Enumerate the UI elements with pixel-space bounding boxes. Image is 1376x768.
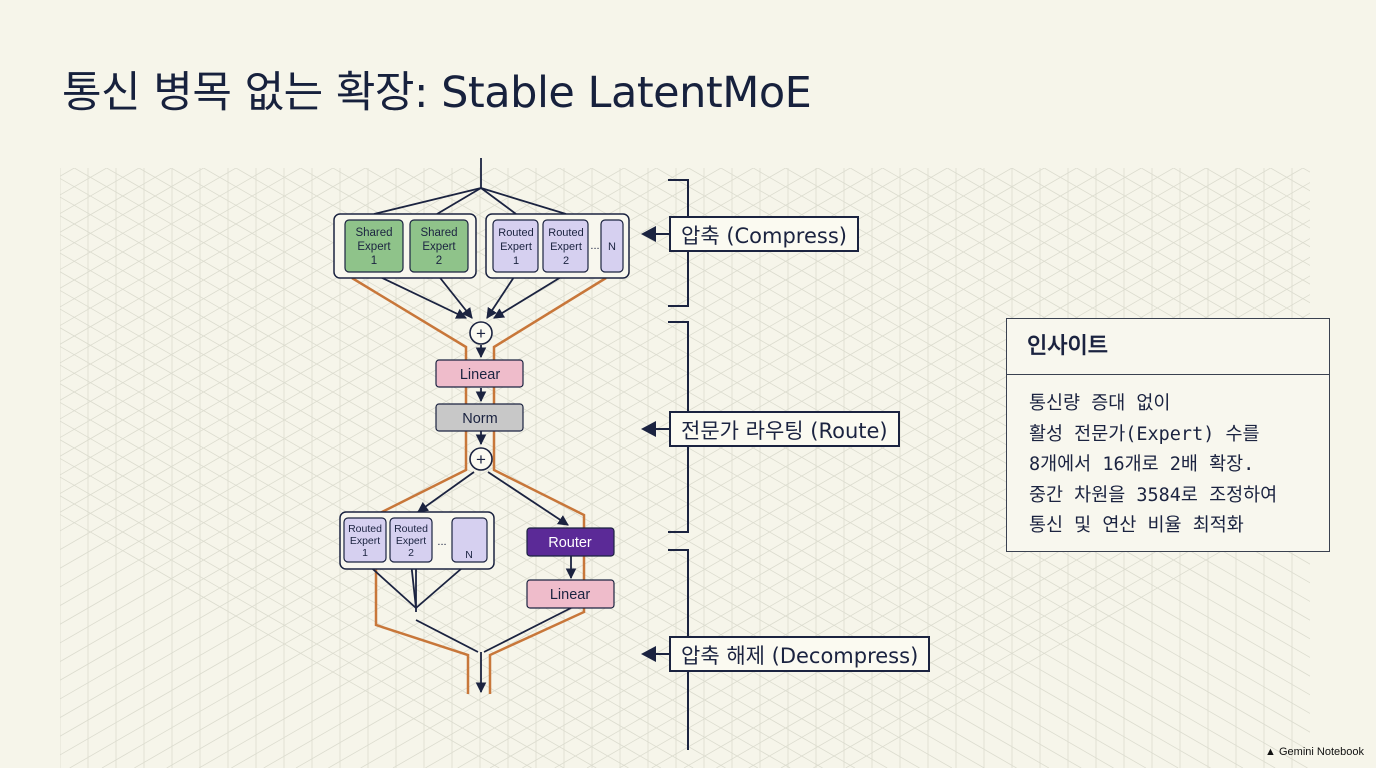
insight-line: 8개에서 16개로 2배 확장. [1029, 454, 1255, 475]
svg-text:Linear: Linear [550, 587, 590, 603]
stage-label-decompress: 압축 해제 (Decompress) [669, 636, 931, 672]
svg-text:+: + [476, 450, 486, 469]
linear-block-2: Linear [526, 579, 615, 609]
insight-line: 통신 및 연산 비율 최적화 [1029, 515, 1244, 536]
svg-text:Linear: Linear [460, 367, 500, 383]
insight-line: 통신량 증대 없이 [1029, 393, 1171, 414]
linear-block-1: Linear [435, 359, 524, 388]
insight-panel: 인사이트 통신량 증대 없이 활성 전문가(Expert) 수를 8개에서 16… [1006, 318, 1330, 552]
svg-text:N: N [465, 549, 473, 561]
router-block: Router [526, 527, 615, 557]
insight-body: 통신량 증대 없이 활성 전문가(Expert) 수를 8개에서 16개로 2배… [1007, 375, 1329, 542]
stage-arrows [641, 226, 669, 662]
ellipsis-top: ... [590, 240, 599, 252]
svg-text:Norm: Norm [462, 411, 497, 427]
insight-line: 중간 차원을 3584로 조정하여 [1029, 484, 1278, 506]
routed-expert-n-top: N [600, 219, 624, 273]
svg-text:Router: Router [548, 535, 592, 551]
page-title: 통신 병목 없는 확장: Stable LatentMoE [62, 68, 812, 118]
flow-lines [364, 158, 577, 694]
svg-text:+: + [476, 324, 486, 343]
stage-label-compress: 압축 (Compress) [669, 216, 859, 252]
routed-expert-n-bottom: N [451, 517, 488, 563]
footer-brand: ▲ Gemini Notebook [1265, 746, 1364, 758]
add-node-2: + [469, 447, 493, 471]
svg-text:N: N [608, 241, 616, 253]
ellipsis-bottom: ... [437, 536, 446, 548]
stage-label-route: 전문가 라우팅 (Route) [669, 411, 900, 447]
footer-brand-text: Gemini Notebook [1279, 746, 1364, 758]
insight-line: 활성 전문가(Expert) 수를 [1029, 423, 1260, 445]
add-node-1: + [469, 321, 493, 345]
insight-heading: 인사이트 [1007, 319, 1329, 375]
notebook-logo-icon: ▲ [1265, 746, 1276, 758]
norm-block: Norm [435, 403, 524, 432]
